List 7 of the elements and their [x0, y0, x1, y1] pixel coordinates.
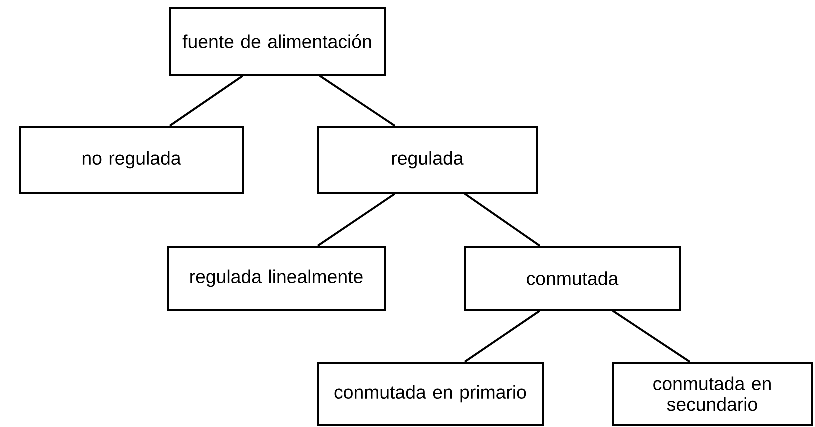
- box: no regulada: [19, 126, 244, 194]
- box: regulada linealmente: [167, 246, 386, 311]
- box: fuente de alimentación: [169, 7, 386, 76]
- box: regulada: [317, 126, 538, 194]
- box: conmutada en secundario: [612, 362, 813, 426]
- box: conmutada: [464, 246, 681, 311]
- box: conmutada en primario: [317, 362, 544, 426]
